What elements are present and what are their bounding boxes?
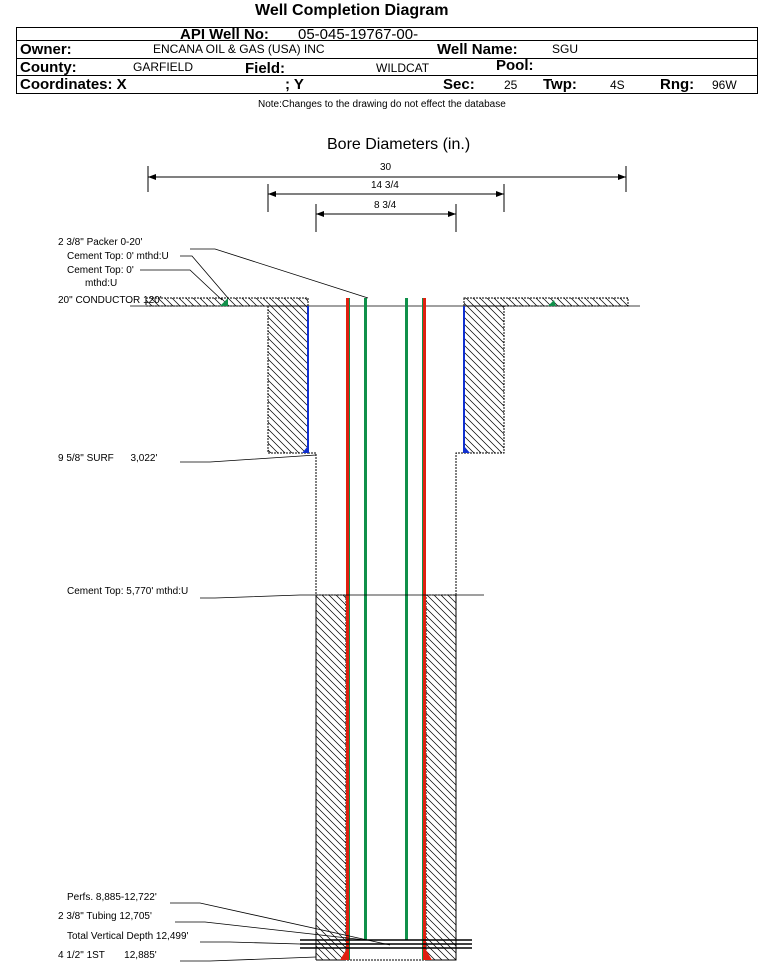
bore-diameters-title: Bore Diameters (in.) — [327, 136, 470, 153]
well-name-label: Well Name: — [437, 41, 518, 58]
divider — [16, 40, 757, 41]
hole-wall — [308, 452, 464, 961]
owner-label: Owner: — [20, 41, 72, 58]
header-table — [16, 27, 758, 94]
surface-casing-label: 9 5/8" SURF 3,022' — [58, 453, 157, 464]
sec-label: Sec: — [443, 76, 475, 93]
sec-value: 25 — [504, 78, 518, 92]
bore-label: 8 3/4 — [374, 200, 397, 211]
surface-cement — [267, 305, 505, 454]
bore-dimension-30: 30 — [147, 162, 627, 192]
twp-label: Twp: — [543, 76, 577, 93]
api-value: 05-045-19767-00- — [298, 26, 419, 43]
owner-value: ENCANA OIL & GAS (USA) INC — [153, 42, 325, 56]
cement-top-label: mthd:U — [85, 278, 117, 289]
pool-label: Pool: — [496, 57, 534, 74]
surface-casing — [307, 306, 465, 453]
conductor-label: 20" CONDUCTOR 120' — [58, 295, 162, 306]
cement-top-label: Cement Top: 0' — [67, 265, 134, 276]
cement-top-label: Cement Top: 0' mthd:U — [67, 251, 169, 262]
tvd-label: Total Vertical Depth 12,499' — [67, 931, 189, 942]
bore-dimension-8-3-4: 8 3/4 — [315, 200, 457, 232]
perfs-label: Perfs. 8,885-12,722' — [67, 892, 157, 903]
divider — [16, 58, 757, 59]
field-value: WILDCAT — [376, 61, 430, 75]
api-label: API Well No: — [180, 26, 269, 43]
bore-label: 30 — [380, 162, 392, 173]
county-label: County: — [20, 59, 77, 76]
divider — [16, 75, 757, 76]
tubing-label: 2 3/8" Tubing 12,705' — [58, 911, 152, 922]
page-title: Well Completion Diagram — [255, 2, 449, 19]
conductor-cement — [145, 297, 629, 307]
rng-label: Rng: — [660, 76, 695, 93]
rng-value: 96W — [712, 78, 737, 92]
twp-value: 4S — [610, 78, 625, 92]
bore-dimension-14-3-4: 14 3/4 — [267, 180, 505, 212]
production-casing — [346, 298, 426, 960]
surface-shoe-icon — [302, 446, 470, 453]
bore-label: 14 3/4 — [371, 180, 399, 191]
county-value: GARFIELD — [133, 60, 194, 74]
coord-x-label: Coordinates: X — [20, 76, 127, 93]
production-casing-label: 4 1/2" 1ST 12,885' — [58, 950, 157, 961]
packer-label: 2 3/8" Packer 0-20' — [58, 237, 142, 248]
coord-y-label: ; Y — [285, 76, 304, 93]
tubing — [364, 298, 408, 940]
production-shoe-icon — [340, 950, 432, 960]
field-label: Field: — [245, 60, 285, 77]
well-name-value: SGU — [552, 42, 579, 56]
cement-top-5770-label: Cement Top: 5,770' mthd:U — [67, 586, 188, 597]
note: Note:Changes to the drawing do not effec… — [258, 99, 506, 110]
production-cement — [315, 594, 457, 961]
